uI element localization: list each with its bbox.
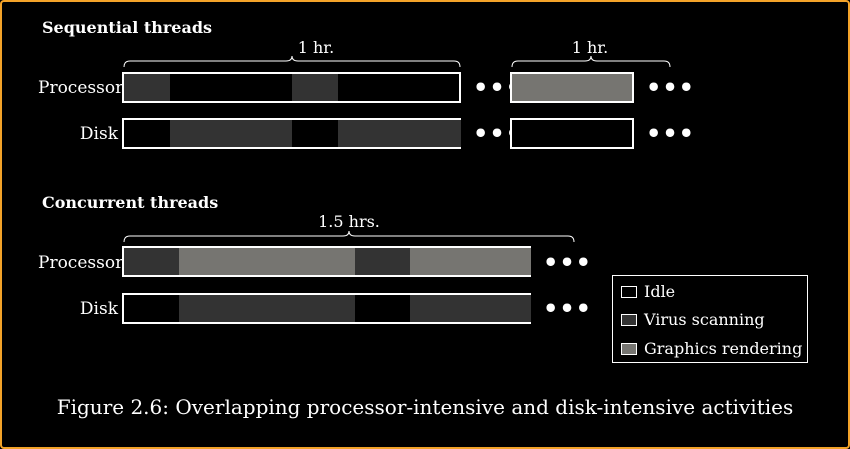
sequential-brace-label-1: 1 hr. [297, 38, 335, 57]
legend-label: Graphics rendering [644, 339, 803, 358]
concurrent-disk-label: Disk [79, 299, 118, 319]
sequential-processor-label: Processor [38, 78, 124, 98]
legend-item-virus-scanning: Virus scanning [621, 310, 765, 329]
sequential-disk-label: Disk [79, 124, 118, 144]
legend-label: Idle [644, 282, 676, 301]
legend-swatch-idle [621, 285, 637, 298]
figure-caption: Figure 2.6: Overlapping processor-intens… [56, 395, 794, 419]
legend-item-idle: Idle [621, 282, 675, 301]
segment-virus-scanning [170, 120, 292, 147]
segment-virus-scanning [124, 74, 170, 101]
concurrent-processor-bar [122, 246, 531, 277]
sequential-disk-ellipsis-2: ••• [646, 119, 696, 148]
legend-item-graphics-rendering: Graphics rendering [621, 339, 802, 358]
sequential-brace-1 [123, 55, 461, 68]
segment-graphics-rendering [410, 248, 531, 275]
segment-virus-scanning [355, 248, 410, 275]
sequential-disk-bar-2 [510, 118, 634, 149]
legend-swatch-virus-scanning [621, 313, 637, 326]
legend-label: Virus scanning [644, 310, 765, 329]
legend: Idle Virus scanning Graphics rendering [612, 275, 808, 363]
sequential-processor-bar [122, 72, 461, 103]
segment-virus-scanning [124, 248, 179, 275]
segment-virus-scanning [292, 74, 338, 101]
concurrent-processor-ellipsis: ••• [543, 248, 593, 277]
segment-virus-scanning [338, 120, 461, 147]
segment-virus-scanning [410, 295, 531, 322]
segment-graphics-rendering [179, 248, 355, 275]
concurrent-disk-ellipsis: ••• [543, 294, 593, 323]
concurrent-brace [123, 230, 575, 243]
sequential-processor-ellipsis-2: ••• [646, 73, 696, 102]
concurrent-heading: Concurrent threads [42, 193, 219, 212]
sequential-processor-bar-2 [510, 72, 634, 103]
segment-virus-scanning [179, 295, 355, 322]
concurrent-processor-label: Processor [38, 253, 124, 273]
sequential-brace-2 [511, 55, 671, 68]
sequential-heading: Sequential threads [42, 18, 213, 37]
segment-graphics-rendering [512, 74, 632, 101]
legend-swatch-graphics-rendering [621, 342, 637, 355]
sequential-brace-label-2: 1 hr. [571, 38, 609, 57]
concurrent-disk-bar [122, 293, 531, 324]
concurrent-brace-label: 1.5 hrs. [318, 212, 380, 231]
sequential-disk-bar [122, 118, 461, 149]
